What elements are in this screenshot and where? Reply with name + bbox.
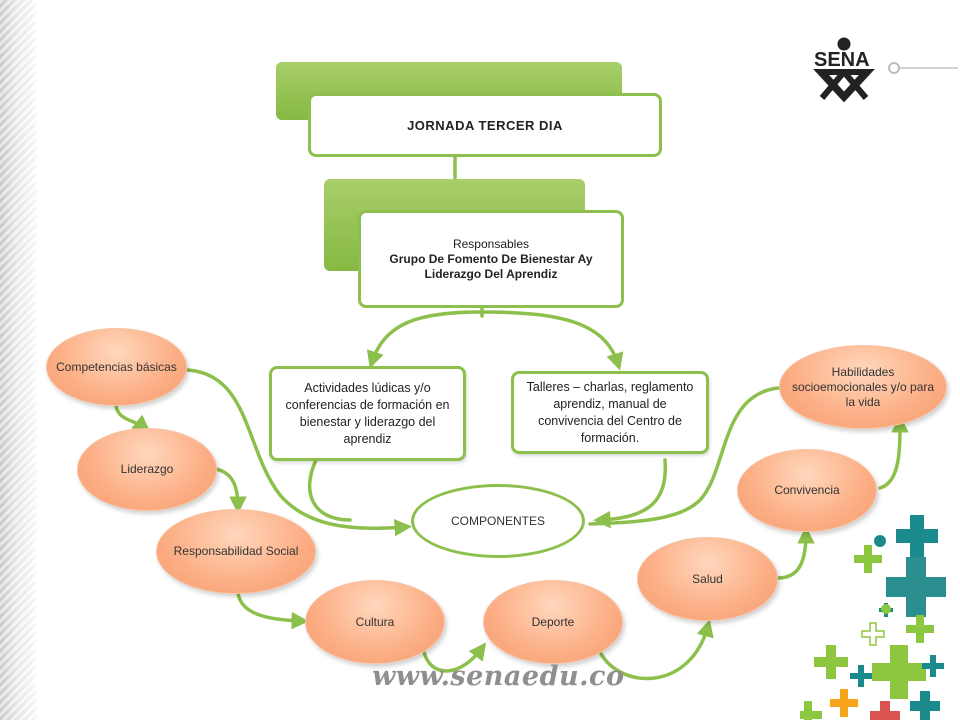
activities-box-right: Talleres – charlas, reglamento aprendiz,… xyxy=(511,371,709,454)
component-label: Convivencia xyxy=(774,483,840,497)
title-text: JORNADA TERCER DIA xyxy=(407,117,563,133)
sena-logo-icon: SENA xyxy=(813,37,958,102)
activities-right-text: Talleres – charlas, reglamento aprendiz,… xyxy=(526,379,694,445)
activities-box-left: Actividades lúdicas y/o conferencias de … xyxy=(269,366,466,461)
component-liderazgo: Liderazgo xyxy=(77,428,217,511)
component-label: Responsabilidad Social xyxy=(173,544,299,558)
decorative-plus-icons xyxy=(800,515,946,720)
component-label: Liderazgo xyxy=(120,462,174,476)
title-box: JORNADA TERCER DIA xyxy=(308,93,662,157)
component-label: Competencias básicas xyxy=(56,359,177,374)
responsables-group-line2: Liderazgo Del Aprendiz xyxy=(424,266,558,281)
componentes-label: COMPONENTES xyxy=(450,514,545,528)
component-cultura: Cultura xyxy=(305,580,445,664)
component-label: Salud xyxy=(692,571,723,586)
component-convivencia: Convivencia xyxy=(737,449,877,532)
responsables-box: Responsables Grupo De Fomento De Bienest… xyxy=(358,210,624,308)
component-label: Habilidades socioemocionales y/o para la… xyxy=(791,364,935,409)
logo-text: SENA xyxy=(814,49,870,71)
activities-left-text: Actividades lúdicas y/o conferencias de … xyxy=(285,380,450,446)
component-label: Deporte xyxy=(531,614,575,629)
component-responsabilidad-social: Responsabilidad Social xyxy=(156,509,316,594)
responsables-group-line1: Grupo De Fomento De Bienestar Ay xyxy=(389,251,593,266)
responsables-label: Responsables xyxy=(452,236,530,251)
component-label: Cultura xyxy=(355,614,395,629)
component-salud: Salud xyxy=(637,537,778,621)
componentes-node: COMPONENTES xyxy=(411,484,585,558)
component-deporte: Deporte xyxy=(483,580,623,664)
website-url: www.senaedu.co xyxy=(372,661,625,692)
component-competencias-basicas: Competencias básicas xyxy=(46,328,187,406)
slide-edge-decoration xyxy=(0,0,36,720)
component-habilidades-socioemocionales: Habilidades socioemocionales y/o para la… xyxy=(779,345,947,429)
